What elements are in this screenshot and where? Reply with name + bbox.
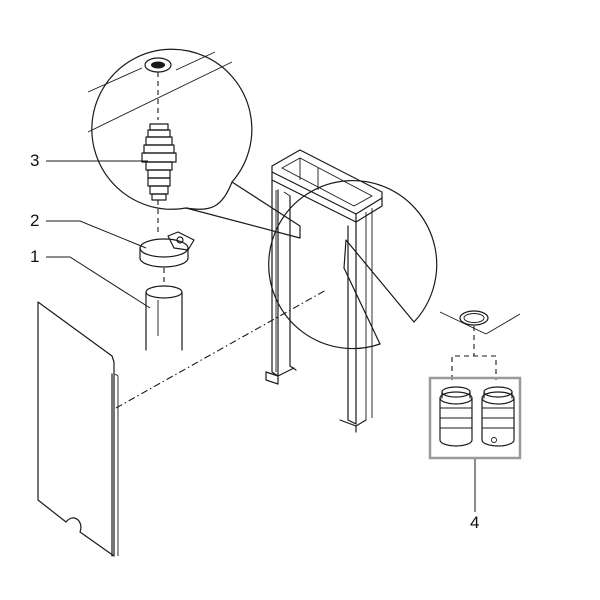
pipe-top: [145, 285, 183, 299]
upper-detail-circle: [87, 48, 301, 239]
drain-pipe: [145, 285, 183, 351]
clamp-band: [139, 247, 189, 268]
hose-clamp: [139, 231, 195, 268]
clamp-top-ring: [139, 238, 189, 258]
frame-left-leg: [271, 179, 279, 377]
leader-line-2: [46, 220, 147, 249]
clamp-screw: [176, 236, 184, 244]
wall-line-top-right: [175, 51, 216, 71]
outlet-hole-inner: [151, 61, 165, 69]
cover-panel-outline: [37, 301, 115, 557]
right-adapter: [481, 386, 515, 447]
lower-outlet-hole: [459, 310, 489, 326]
upper-circle-pointer: [185, 181, 301, 239]
callout-label-4: 4: [470, 513, 479, 532]
lower-branch-lines: [451, 355, 497, 380]
wall-line-top-left: [87, 67, 143, 93]
lower-detail-circle: [268, 179, 522, 460]
upper-circle-outline: [91, 48, 253, 210]
frame-right-leg: [347, 221, 357, 425]
wall-line-diagonal: [87, 61, 233, 133]
callout-label-2: 2: [30, 211, 39, 230]
installation-frame: [265, 149, 383, 433]
lower-circle-pointer: [343, 239, 415, 345]
bellows-adapter: [141, 123, 177, 201]
callout-label-1: 1: [30, 247, 39, 266]
cover-panel: [37, 301, 119, 557]
lower-wall-line-2: [485, 313, 521, 335]
callout-label-3: 3: [30, 151, 39, 170]
left-adapter: [439, 386, 473, 447]
leader-line-1: [46, 256, 151, 309]
lower-circle-outline: [268, 179, 438, 350]
leader-lines: [46, 160, 476, 512]
panel-alignment-line: [115, 289, 327, 409]
clamp-screw-housing: [167, 231, 195, 251]
lower-outlet-hole-inner: [463, 313, 485, 323]
adapter-set-highlight-box: [428, 376, 522, 460]
